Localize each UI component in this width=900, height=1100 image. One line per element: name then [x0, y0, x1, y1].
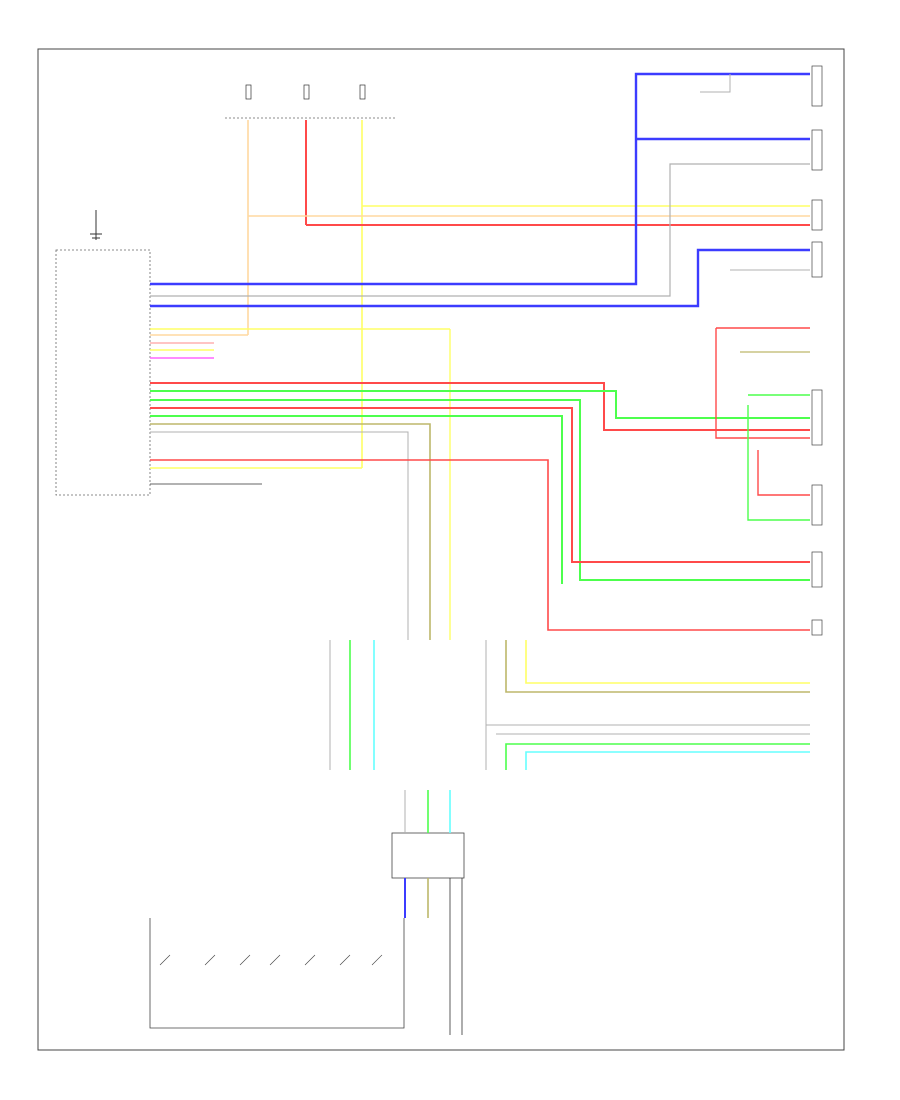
speaker-rear-left [811, 241, 823, 278]
wire-gray-1 [150, 163, 810, 297]
wire-cyan-2 [525, 751, 810, 770]
wire-red-3 [150, 407, 810, 563]
speaker-rear-right [811, 389, 823, 446]
wire-red-2 [150, 382, 810, 431]
speaker-front-right [811, 129, 823, 171]
fuse-block [225, 84, 395, 119]
wire-green-1 [150, 390, 810, 419]
wire-gray-2 [700, 74, 731, 93]
wire-red-7 [757, 450, 810, 496]
wire-gray-4 [150, 431, 409, 640]
wire-green-7 [505, 743, 810, 770]
wire-green-5 [747, 405, 810, 521]
audio-unit-box [55, 249, 151, 496]
wire-blue-1 [150, 72, 810, 286]
speaker-center [811, 484, 823, 526]
wire-red-4 [150, 459, 810, 631]
wire-yellow-5 [525, 640, 810, 684]
wire-blue-3 [150, 248, 810, 308]
steering-switches [159, 954, 383, 966]
steering-connector [391, 832, 465, 879]
speaker-front-tweeter [811, 551, 823, 588]
wire-green-2 [150, 399, 810, 581]
wire-olive-2 [150, 423, 431, 640]
wire-green-3 [150, 415, 563, 584]
antenna-ground-symbol [90, 210, 102, 240]
diagram-border [37, 48, 845, 1051]
wire-red-6 [715, 328, 810, 439]
speaker-connector-1 [811, 199, 823, 231]
wire-olive-4 [505, 640, 810, 693]
speaker-rear-tweeter [811, 619, 823, 636]
steering-switch-box [149, 918, 405, 1029]
speaker-front-left [811, 65, 823, 107]
